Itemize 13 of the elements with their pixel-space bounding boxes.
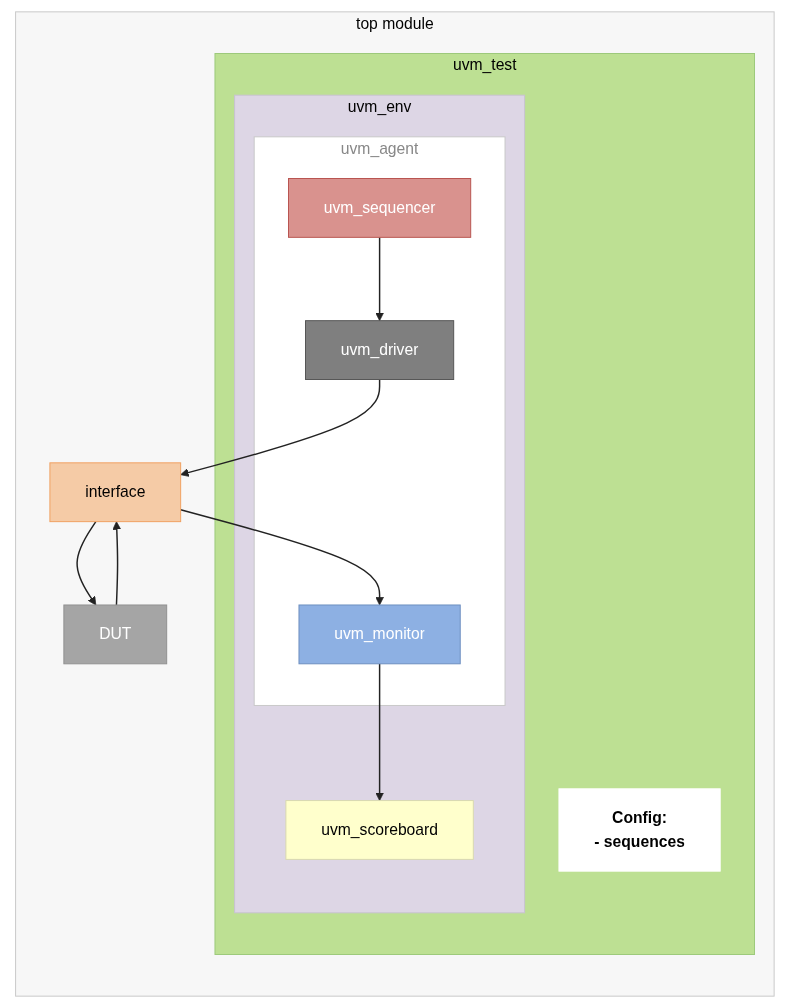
node-box: Config: - sequences bbox=[558, 787, 721, 872]
node-box: DUT bbox=[63, 604, 168, 664]
arrow bbox=[76, 520, 97, 605]
node-box: interface bbox=[49, 461, 182, 522]
node-box: uvm_monitor bbox=[298, 604, 461, 664]
arrow bbox=[180, 508, 385, 605]
node-box: uvm_sequencer bbox=[288, 177, 472, 238]
node-box: uvm_driver bbox=[305, 319, 455, 380]
arrow bbox=[375, 662, 385, 801]
arrow bbox=[112, 520, 122, 606]
node-box: uvm_scoreboard bbox=[285, 799, 474, 860]
arrow bbox=[375, 236, 385, 321]
arrow bbox=[180, 378, 381, 477]
